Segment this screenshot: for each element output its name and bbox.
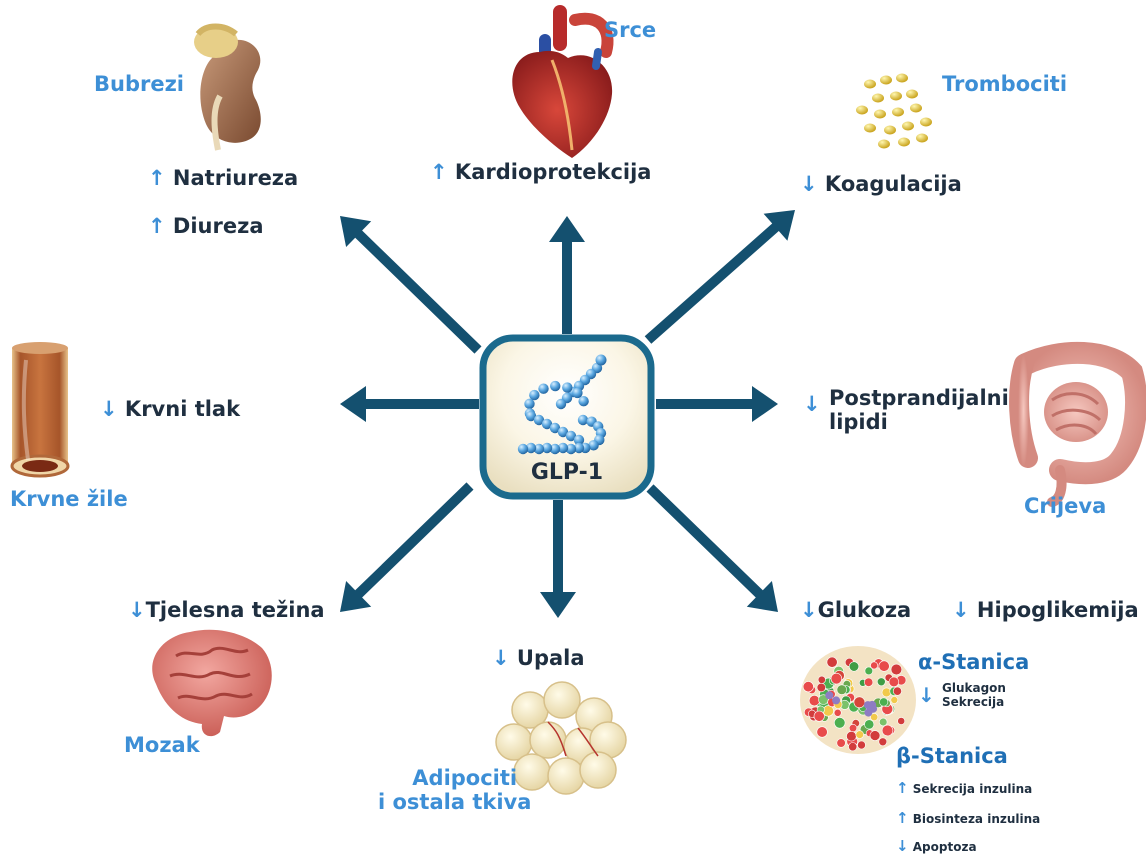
effect-glukagon-sekrecija: ↓ Glukagon Sekrecija: [918, 682, 1006, 710]
effect-kardioprotekcija: ↑ Kardioprotekcija: [430, 160, 651, 184]
intestines-icon: [1019, 353, 1136, 502]
effect-krvni-tlak: ↓ Krvni tlak: [100, 397, 240, 421]
effect-biosinteza-inzulina: ↑ Biosinteza inzulina: [896, 810, 1040, 827]
label-mozak: Mozak: [124, 733, 200, 757]
effect-glukoza: ↓Glukoza: [800, 598, 911, 622]
label-beta-cell: β-Stanica: [896, 744, 1008, 768]
effect-sekrecija-inzulina: ↑ Sekrecija inzulina: [896, 780, 1032, 797]
effect-apoptoza: ↓ Apoptoza: [896, 838, 977, 855]
kidney-icon: [194, 26, 261, 150]
platelets-icon: [856, 74, 932, 149]
effect-koagulacija: ↓ Koagulacija: [800, 172, 962, 196]
label-alpha-cell: α-Stanica: [918, 650, 1029, 674]
label-trombociti: Trombociti: [942, 72, 1067, 96]
effect-tjelesna-tezina: ↓Tjelesna težina: [128, 598, 325, 622]
heart-icon: [512, 12, 612, 158]
pancreatic-islet-icon: [800, 646, 916, 754]
effect-postprandijalni-lipidi: ↓ Postprandijalni lipidi: [803, 386, 1009, 434]
effect-upala: ↓ Upala: [492, 646, 585, 670]
effect-hipoglikemija: ↓ Hipoglikemija: [952, 598, 1139, 622]
label-bubrezi: Bubrezi: [94, 72, 184, 96]
blood-vessel-icon: [12, 342, 68, 476]
brain-icon: [152, 630, 272, 736]
effect-diureza: ↑ Diureza: [148, 214, 264, 238]
label-srce: Srce: [604, 18, 656, 42]
label-krvne-zile: Krvne žile: [10, 487, 128, 511]
label-crijeva: Crijeva: [1024, 494, 1106, 518]
label-adipociti: Adipociti i ostala tkiva: [398, 766, 531, 814]
effect-natriureza: ↑ Natriureza: [148, 166, 298, 190]
